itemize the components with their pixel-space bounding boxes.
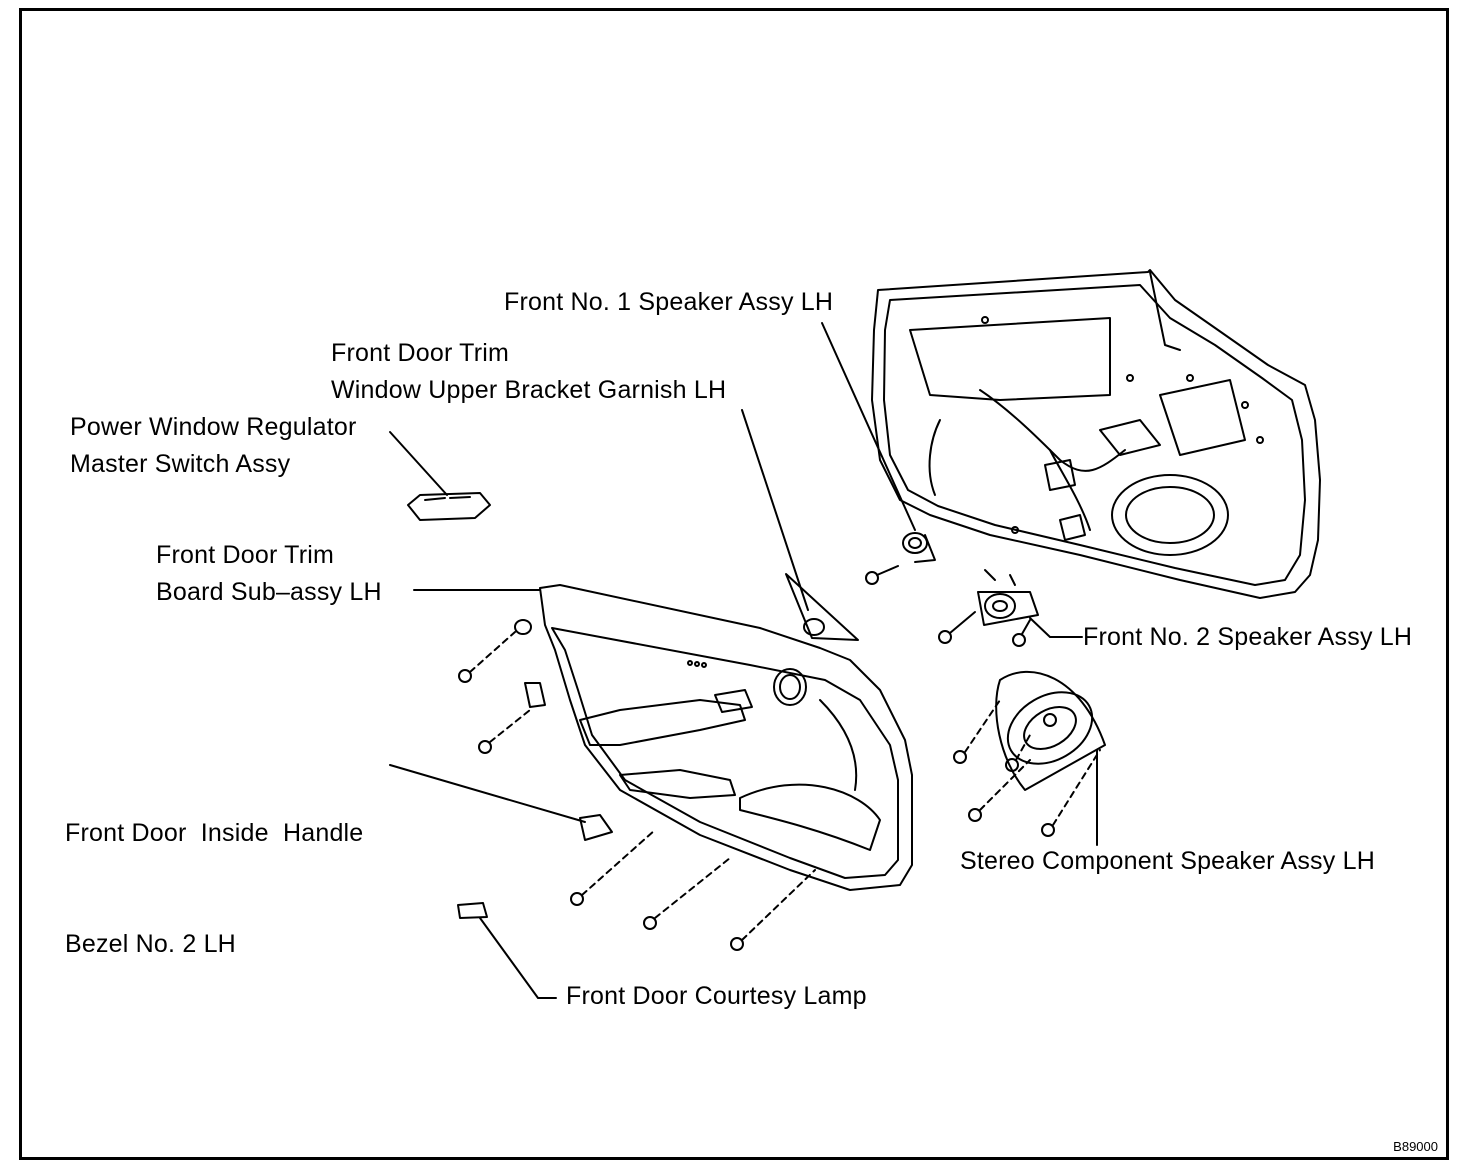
screw: [865, 565, 899, 585]
courtesy-lamp-part: [457, 902, 488, 919]
trim-board-part: [539, 584, 913, 891]
figure-code: B89000: [1393, 1139, 1438, 1154]
label-trim-board-line1: Front Door Trim: [156, 541, 335, 569]
clip: [514, 619, 546, 708]
label-window-garnish: Front Door Trim Window Upper Bracket Gar…: [331, 335, 726, 409]
label-master-switch-line2: Master Switch Assy: [70, 450, 291, 478]
label-front-no2-speaker: Front No. 2 Speaker Assy LH: [1083, 623, 1413, 651]
master-switch-part: [407, 492, 491, 521]
label-front-no1-speaker: Front No. 1 Speaker Assy LH: [504, 288, 834, 316]
screw: [953, 750, 1055, 837]
screw: [938, 611, 1031, 647]
diagram-frame: [19, 8, 1449, 1160]
label-master-switch: Power Window Regulator Master Switch Ass…: [70, 409, 356, 483]
label-trim-board-line2: Board Sub–assy LH: [156, 578, 382, 606]
door-inner-panel: [871, 269, 1321, 599]
label-master-switch-line1: Power Window Regulator: [70, 413, 357, 441]
stereo-component-speaker-part: [995, 670, 1106, 791]
label-stereo-component-speaker: Stereo Component Speaker Assy LH: [960, 847, 1375, 875]
inside-handle-bezel-part: [579, 814, 613, 841]
screw: [458, 669, 744, 951]
label-trim-board: Front Door Trim Board Sub–assy LH: [156, 537, 382, 611]
label-inside-handle-line1: Front Door Inside Handle: [65, 819, 364, 847]
label-window-garnish-line1: Front Door Trim: [331, 339, 510, 367]
label-window-garnish-line2: Window Upper Bracket Garnish LH: [331, 376, 727, 404]
label-inside-handle: Front Door Inside Handle Bezel No. 2 LH: [65, 741, 363, 1000]
label-inside-handle-line2: Bezel No. 2 LH: [65, 930, 236, 958]
leader-lines: [389, 322, 1098, 999]
front-no1-speaker-part: [902, 532, 936, 563]
label-courtesy-lamp: Front Door Courtesy Lamp: [566, 982, 867, 1010]
front-no2-speaker-part: [977, 569, 1039, 626]
window-garnish-part: [785, 573, 859, 641]
